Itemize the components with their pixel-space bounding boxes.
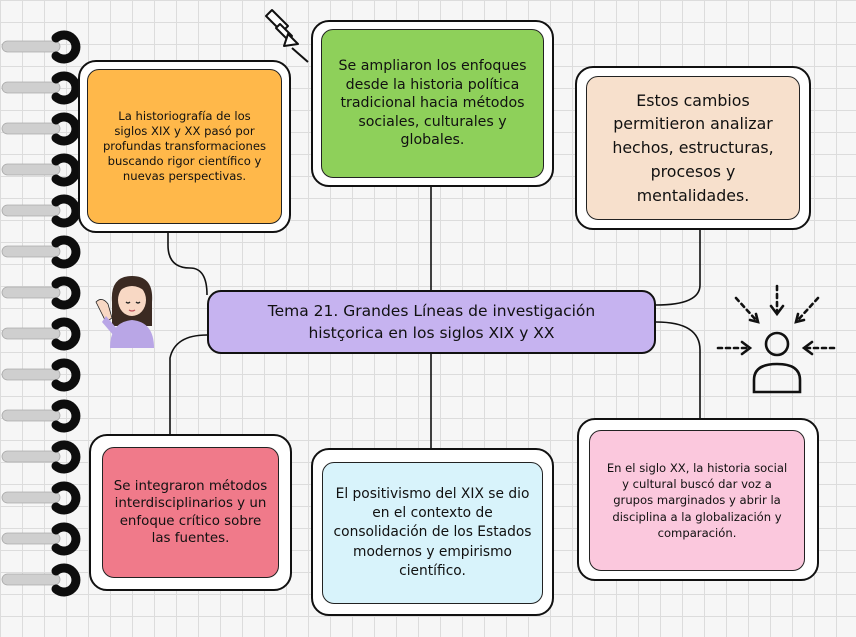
box-bottom-right-text: En el siglo XX, la historia social y cul…	[606, 460, 788, 540]
box-top-center-text: Se ampliaron los enfoques desde la histo…	[338, 58, 527, 149]
box-top-left-text: La historiografía de los siglos XIX y XX…	[102, 108, 267, 184]
spiral-binder	[0, 30, 90, 637]
central-topic-text: Tema 21. Grandes Líneas de investigación…	[267, 301, 596, 342]
thinking-girl-icon	[95, 276, 154, 348]
box-top-right: Estos cambios permitieron analizar hecho…	[586, 76, 800, 220]
central-topic: Tema 21. Grandes Líneas de investigación…	[207, 290, 656, 354]
box-top-right-text: Estos cambios permitieron analizar hecho…	[612, 90, 774, 205]
box-top-left-frame: La historiografía de los siglos XIX y XX…	[78, 60, 291, 233]
focus-person-icon	[716, 284, 836, 394]
box-bottom-right-frame: En el siglo XX, la historia social y cul…	[577, 418, 819, 581]
box-bottom-center: El positivismo del XIX se dio en el cont…	[322, 462, 543, 604]
box-top-left: La historiografía de los siglos XIX y XX…	[87, 69, 282, 224]
box-bottom-left: Se integraron métodos interdisciplinario…	[102, 447, 279, 578]
push-pin-icon	[265, 9, 309, 63]
box-top-right-frame: Estos cambios permitieron analizar hecho…	[575, 66, 811, 230]
box-bottom-left-frame: Se integraron métodos interdisciplinario…	[89, 434, 292, 591]
box-bottom-left-text: Se integraron métodos interdisciplinario…	[113, 478, 268, 546]
box-bottom-center-frame: El positivismo del XIX se dio en el cont…	[311, 448, 554, 616]
box-bottom-center-text: El positivismo del XIX se dio en el cont…	[333, 485, 532, 579]
box-top-center-frame: Se ampliaron los enfoques desde la histo…	[311, 20, 554, 187]
box-bottom-right: En el siglo XX, la historia social y cul…	[589, 430, 805, 571]
box-top-center: Se ampliaron los enfoques desde la histo…	[321, 29, 544, 178]
